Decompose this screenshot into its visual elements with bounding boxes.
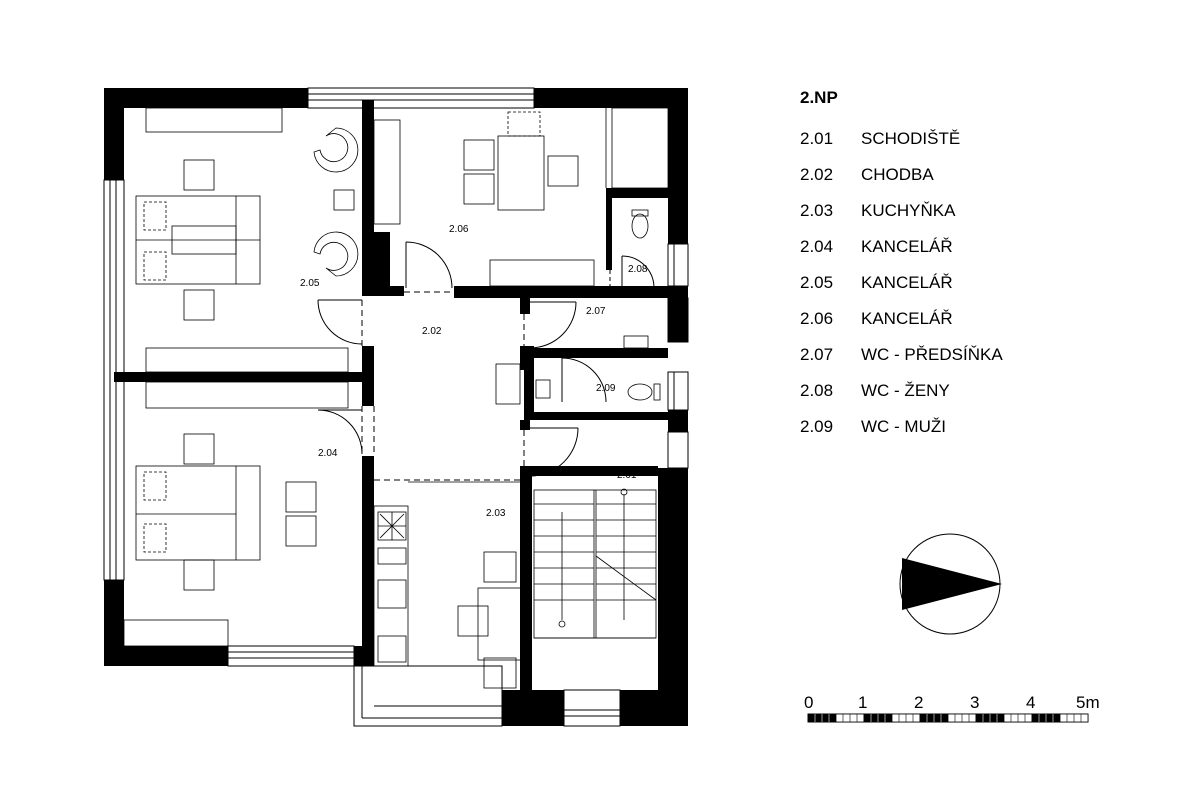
walls bbox=[104, 88, 688, 726]
room-tag-2-09: 2.09 bbox=[596, 383, 616, 394]
legend-item: 2.08 WC - ŽENY bbox=[800, 381, 1003, 417]
room-tag-2-07: 2.07 bbox=[586, 306, 606, 317]
doors bbox=[317, 241, 655, 481]
legend-item: 2.06 KANCELÁŘ bbox=[800, 309, 1003, 345]
legend-room-name: WC - ŽENY bbox=[861, 381, 950, 400]
legend-room-name: KANCELÁŘ bbox=[861, 309, 953, 328]
furniture bbox=[123, 107, 669, 689]
legend-room-number: 2.03 bbox=[800, 201, 834, 220]
legend-room-number: 2.02 bbox=[800, 165, 834, 184]
legend-item: 2.09 WC - MUŽI bbox=[800, 417, 1003, 453]
room-tag-2-05: 2.05 bbox=[300, 278, 320, 289]
scale-bar: 0 1 2 3 4 5m bbox=[804, 693, 1100, 723]
room-labels: 2.01 2.02 2.03 2.04 2.05 2.06 2.07 2.08 … bbox=[300, 224, 648, 519]
room-tag-2-04: 2.04 bbox=[318, 448, 338, 459]
legend-item: 2.01 SCHODIŠTĚ bbox=[800, 129, 1003, 165]
north-arrow bbox=[899, 533, 1002, 635]
room-tag-2-08: 2.08 bbox=[628, 264, 648, 275]
legend-item: 2.05 KANCELÁŘ bbox=[800, 273, 1003, 309]
legend-item: 2.04 KANCELÁŘ bbox=[800, 237, 1003, 273]
scale-label-2: 2 bbox=[914, 693, 923, 712]
legend-item: 2.07 WC - PŘEDSÍŇKA bbox=[800, 345, 1003, 381]
legend-item: 2.02 CHODBA bbox=[800, 165, 1003, 201]
room-tag-2-03: 2.03 bbox=[486, 508, 506, 519]
windows bbox=[103, 87, 689, 727]
legend-room-number: 2.05 bbox=[800, 273, 834, 292]
scale-segments bbox=[807, 713, 1089, 723]
scale-label-0: 0 bbox=[804, 693, 813, 712]
scale-label-5m: 5m bbox=[1076, 693, 1100, 712]
legend-room-name: SCHODIŠTĚ bbox=[861, 129, 961, 148]
legend-room-number: 2.06 bbox=[800, 309, 834, 328]
legend-item: 2.03 KUCHYŇKA bbox=[800, 201, 1003, 237]
legend-room-name: KANCELÁŘ bbox=[861, 273, 953, 292]
legend-room-name: WC - PŘEDSÍŇKA bbox=[861, 345, 1003, 364]
legend-room-number: 2.01 bbox=[800, 129, 834, 148]
room-tag-2-02: 2.02 bbox=[422, 326, 442, 337]
room-tag-2-06: 2.06 bbox=[449, 224, 469, 235]
legend-room-name: CHODBA bbox=[861, 165, 934, 184]
legend-room-number: 2.07 bbox=[800, 345, 834, 364]
legend-room-name: KANCELÁŘ bbox=[861, 237, 953, 256]
scale-label-4: 4 bbox=[1026, 693, 1035, 712]
legend-room-name: WC - MUŽI bbox=[861, 417, 946, 436]
legend-room-number: 2.08 bbox=[800, 381, 834, 400]
room-legend: 2.NP 2.01 SCHODIŠTĚ 2.02 CHODBA 2.03 KUCHYŇKA… bbox=[800, 88, 1003, 453]
floor-title: 2.NP bbox=[800, 88, 838, 107]
legend-room-number: 2.09 bbox=[800, 417, 834, 436]
scale-label-3: 3 bbox=[970, 693, 979, 712]
room-tag-2-01: 2.01 bbox=[617, 470, 637, 481]
scale-label-1: 1 bbox=[858, 693, 867, 712]
legend-room-number: 2.04 bbox=[800, 237, 834, 256]
legend-room-name: KUCHYŇKA bbox=[861, 201, 956, 220]
